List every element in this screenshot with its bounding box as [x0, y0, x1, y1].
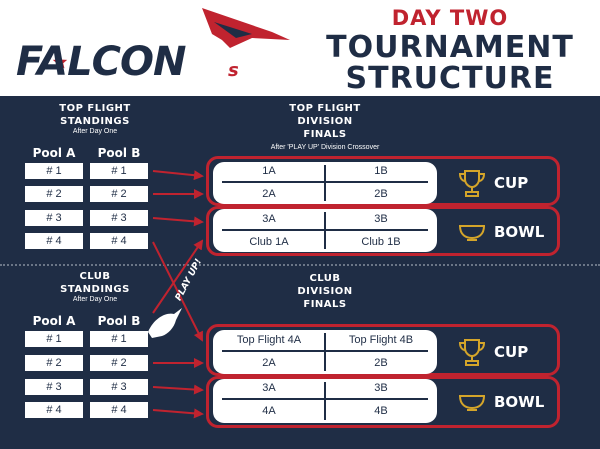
arrow-club-3 [152, 384, 204, 395]
page-title-line1: TOURNAMENT [326, 30, 574, 65]
club-pool-a-seed-3: # 3 [25, 379, 83, 395]
top-cup-cell-2b: 2B [374, 188, 388, 200]
club-bowl-cell-3a: 3A [262, 382, 276, 394]
star-icon [52, 54, 68, 69]
club-cup-cell-2a: 2A [262, 357, 276, 369]
club-bowl-label: BOWL [494, 393, 545, 411]
club-pool-b-header: Pool B [97, 314, 141, 328]
club-pool-a-seed-1: # 1 [25, 331, 83, 347]
club-pool-a-seed-2: # 2 [25, 355, 83, 371]
bowl-icon [459, 395, 485, 411]
top-pool-a-seed-1: # 1 [25, 163, 83, 179]
club-cup-label: CUP [494, 343, 529, 361]
top-bowl-cell-club1b: Club 1B [361, 236, 401, 248]
club-pool-b-seed-3: # 3 [90, 379, 148, 395]
club-pool-a-header: Pool A [32, 314, 76, 328]
top-bowl-cell-3b: 3B [374, 213, 388, 225]
top-pool-b-seed-2: # 2 [90, 186, 148, 202]
club-bowl-cell-3b: 3B [374, 382, 388, 394]
arrow-top-1 [152, 170, 204, 181]
club-finals-title: CLUB DIVISION FINALS [297, 273, 353, 310]
page-title-line2: STRUCTURE [345, 61, 555, 96]
arrow-club-4 [152, 408, 204, 419]
arrow-club-1-up [152, 239, 204, 314]
cup-trophy-icon [458, 339, 486, 366]
club-standings-title: CLUB STANDINGS [60, 271, 130, 295]
arrow-top-4-down [152, 241, 203, 342]
club-cup-cell-tf4b: Top Flight 4B [348, 334, 414, 346]
top-pool-a-seed-4: # 4 [25, 233, 83, 249]
club-pool-b-seed-2: # 2 [90, 355, 148, 371]
top-pool-a-header: Pool A [32, 146, 76, 160]
top-flight-standings-subtitle: After Day One [72, 128, 118, 135]
top-cup-label: CUP [494, 174, 529, 192]
day-label: DAY TWO [391, 6, 509, 30]
cup-trophy-icon [458, 170, 486, 197]
club-standings-subtitle: After Day One [72, 296, 118, 303]
club-pool-b-seed-1: # 1 [90, 331, 148, 347]
logo-suffix: s [228, 60, 239, 81]
top-pool-b-seed-3: # 3 [90, 210, 148, 226]
top-cup-cell-2a: 2A [262, 188, 276, 200]
club-cup-cell-tf4a: Top Flight 4A [236, 334, 302, 346]
falcon-wing-icon [202, 8, 290, 48]
top-flight-finals-subtitle: After 'PLAY UP' Division Crossover [270, 144, 380, 151]
top-pool-b-header: Pool B [97, 146, 141, 160]
top-pool-a-seed-2: # 2 [25, 186, 83, 202]
falcons-logo: FALCON s [12, 4, 292, 94]
top-pool-b-seed-1: # 1 [90, 163, 148, 179]
club-cup-center-line [324, 333, 326, 371]
top-flight-standings-title: TOP FLIGHT STANDINGS [59, 103, 131, 127]
logo-wordmark: FALCON [16, 39, 186, 85]
club-bowl-cell-4a: 4A [262, 405, 276, 417]
club-cup-cell-2b: 2B [374, 357, 388, 369]
top-bowl-cell-3a: 3A [262, 213, 276, 225]
falcon-silhouette-icon [148, 308, 182, 338]
top-cup-center-line [324, 165, 326, 201]
bowl-icon [459, 225, 485, 241]
top-bowl-label: BOWL [494, 223, 545, 241]
top-cup-cell-1a: 1A [262, 165, 276, 177]
top-pool-b-seed-4: # 4 [90, 233, 148, 249]
top-bowl-cell-club1a: Club 1A [249, 236, 289, 248]
club-pool-b-seed-4: # 4 [90, 402, 148, 418]
arrow-top-3 [152, 216, 204, 227]
top-pool-a-seed-3: # 3 [25, 210, 83, 226]
top-cup-cell-1b: 1B [374, 165, 388, 177]
club-bowl-center-line [324, 382, 326, 420]
club-pool-a-seed-4: # 4 [25, 402, 83, 418]
top-bowl-center-line [324, 212, 326, 249]
club-bowl-cell-4b: 4B [374, 405, 388, 417]
top-flight-finals-title: TOP FLIGHT DIVISION FINALS [289, 103, 361, 140]
section-divider [0, 264, 600, 266]
